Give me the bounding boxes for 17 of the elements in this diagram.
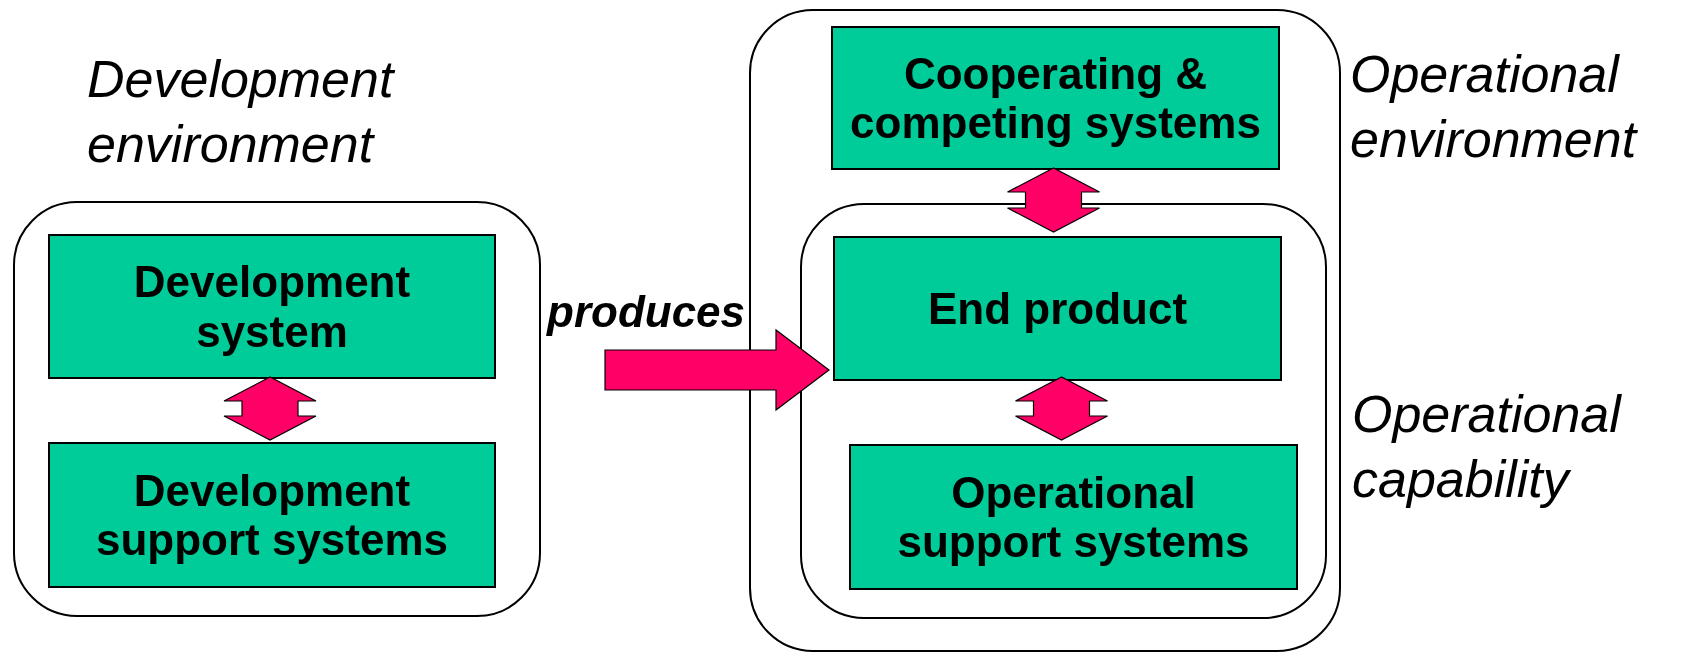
system-box — [849, 444, 1298, 590]
box-label: Cooperating & competing systems — [849, 48, 1262, 148]
box-label: Operational support systems — [896, 467, 1251, 567]
box-label: Development system — [132, 257, 412, 356]
group-heading: Operational capability — [1352, 384, 1623, 510]
box-label: End product — [927, 283, 1188, 334]
system-box — [48, 234, 496, 379]
system-box — [831, 26, 1280, 170]
block-arrow — [604, 328, 830, 412]
double-block-arrow — [223, 376, 317, 441]
group-heading: Operational environment — [1350, 44, 1639, 170]
group-heading: Development environment — [87, 49, 396, 175]
double-block-arrow — [1014, 376, 1109, 441]
double-block-arrow — [1006, 167, 1101, 233]
box-label: Development support systems — [94, 465, 450, 565]
system-box — [833, 236, 1282, 381]
system-box — [48, 442, 496, 588]
